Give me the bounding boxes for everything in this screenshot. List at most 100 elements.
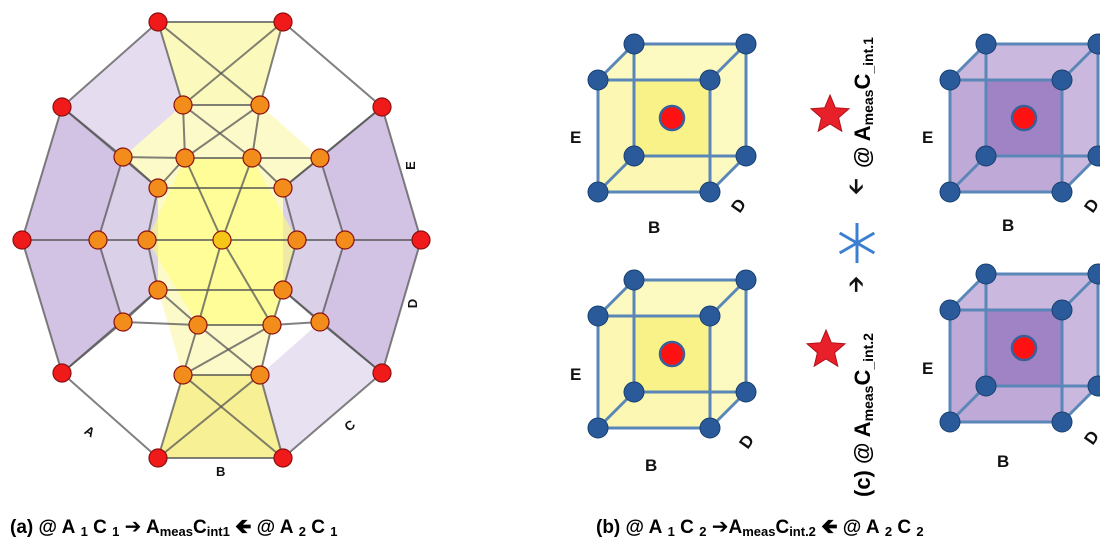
cube-node [623,381,645,403]
cube-node [939,181,961,203]
cube-node [939,69,961,91]
star-icon [809,93,851,133]
cube-label-b: B [997,452,1010,471]
cube-node [699,69,721,91]
vertical-label-int1: @ AmeasC_int.1 [850,37,876,168]
polytope-node [52,97,72,117]
polytope-edge [282,372,383,459]
caption-a: (a) @ A 1 C 1 ➔ AmeasCint1 🡸 @ A 2 C 1 [10,516,338,539]
cube-node [735,381,757,403]
cube-node [1087,375,1100,397]
polytope-edge [282,21,383,108]
polytope-edge [184,104,261,159]
polytope-node [273,280,293,300]
polytope-node [250,365,270,385]
polytope-node [212,230,232,250]
polytope-label-d: D [405,298,421,309]
cube [939,33,1100,203]
polytope-edge [182,104,253,159]
polytope-label-b: B [216,464,226,479]
polytope-node [113,312,133,332]
cube [939,263,1100,433]
star-icon [805,328,847,368]
cube-label-e: E [922,128,934,147]
polytope-node [273,448,293,468]
cube-label-b: B [648,218,661,237]
polytope-node [173,95,193,115]
cube-node [735,269,757,291]
cube [587,269,757,439]
cube-node [623,269,645,291]
polytope-edge [97,239,124,323]
cube-node [975,145,997,167]
cube-label-e: E [570,128,582,147]
caption-b: (b) @ A 1 C 2 ➔AmeasCint.2 🡸 @ A 2 C 2 [596,516,924,539]
vertical-label-int2: (c) @ AmeasC_int.2 [850,333,876,497]
polytope-edge [182,324,273,376]
cube-node [623,145,645,167]
polytope-node [148,280,168,300]
polytope-edge [61,21,159,108]
polytope-node [88,230,108,250]
cube-node [1087,145,1100,167]
polytope-diagram [12,12,431,468]
cube-node [623,33,645,55]
cube-node [587,417,609,439]
polytope-label-e: E [402,161,418,170]
cube-node [587,305,609,327]
arrow-right-icon: ➔ [124,516,142,538]
polytope-edge [97,156,124,241]
cube-label-b: B [1002,216,1015,235]
arrow-down-icon: 🡫 [849,176,864,198]
polytope-node [372,363,392,383]
polytope-edge [259,21,284,106]
polytope-node [262,315,282,335]
asterisk-icon [838,223,876,263]
polytope-edge [182,21,284,106]
polytope-node [175,148,195,168]
cube-node [699,305,721,327]
polytope-edge [157,374,184,459]
polytope-edge [157,21,261,106]
arrow-up-icon: 🡩 [849,274,864,296]
polytope-node [310,148,330,168]
polytope-node [188,315,208,335]
polytope-edge [21,106,63,241]
cube [587,33,757,203]
polytope-node [113,147,133,167]
center-node [1010,104,1038,132]
polytope-node [137,230,157,250]
polytope-node [273,178,293,198]
cube-node [1051,411,1073,433]
polytope-node [411,230,431,250]
cube-node [699,417,721,439]
polytope-node [242,148,262,168]
polytope-face [158,375,283,458]
polytope-node [310,312,330,332]
polytope-edge [319,239,346,323]
polytope-face [62,22,183,157]
cube-node [939,299,961,321]
cube-node [587,69,609,91]
polytope-edge [122,321,199,326]
cube-node [975,263,997,285]
center-node [658,104,686,132]
cube-node [699,181,721,203]
cube-node [587,181,609,203]
asterisk-stroke [838,231,876,255]
polytope-node [148,448,168,468]
polytope-face [158,22,283,105]
polytope-edge [122,156,186,159]
polytope-edge [61,372,159,459]
polytope-edge [21,239,63,374]
polytope-edge [221,239,273,326]
polytope-node [372,97,392,117]
cube-node [939,411,961,433]
polytope-node [273,12,293,32]
cube-diagrams [587,33,1100,439]
polytope-edge [259,374,284,459]
center-node [658,340,686,368]
polytope-edge [184,157,223,241]
arrow-right-icon: ➔ [711,516,729,538]
